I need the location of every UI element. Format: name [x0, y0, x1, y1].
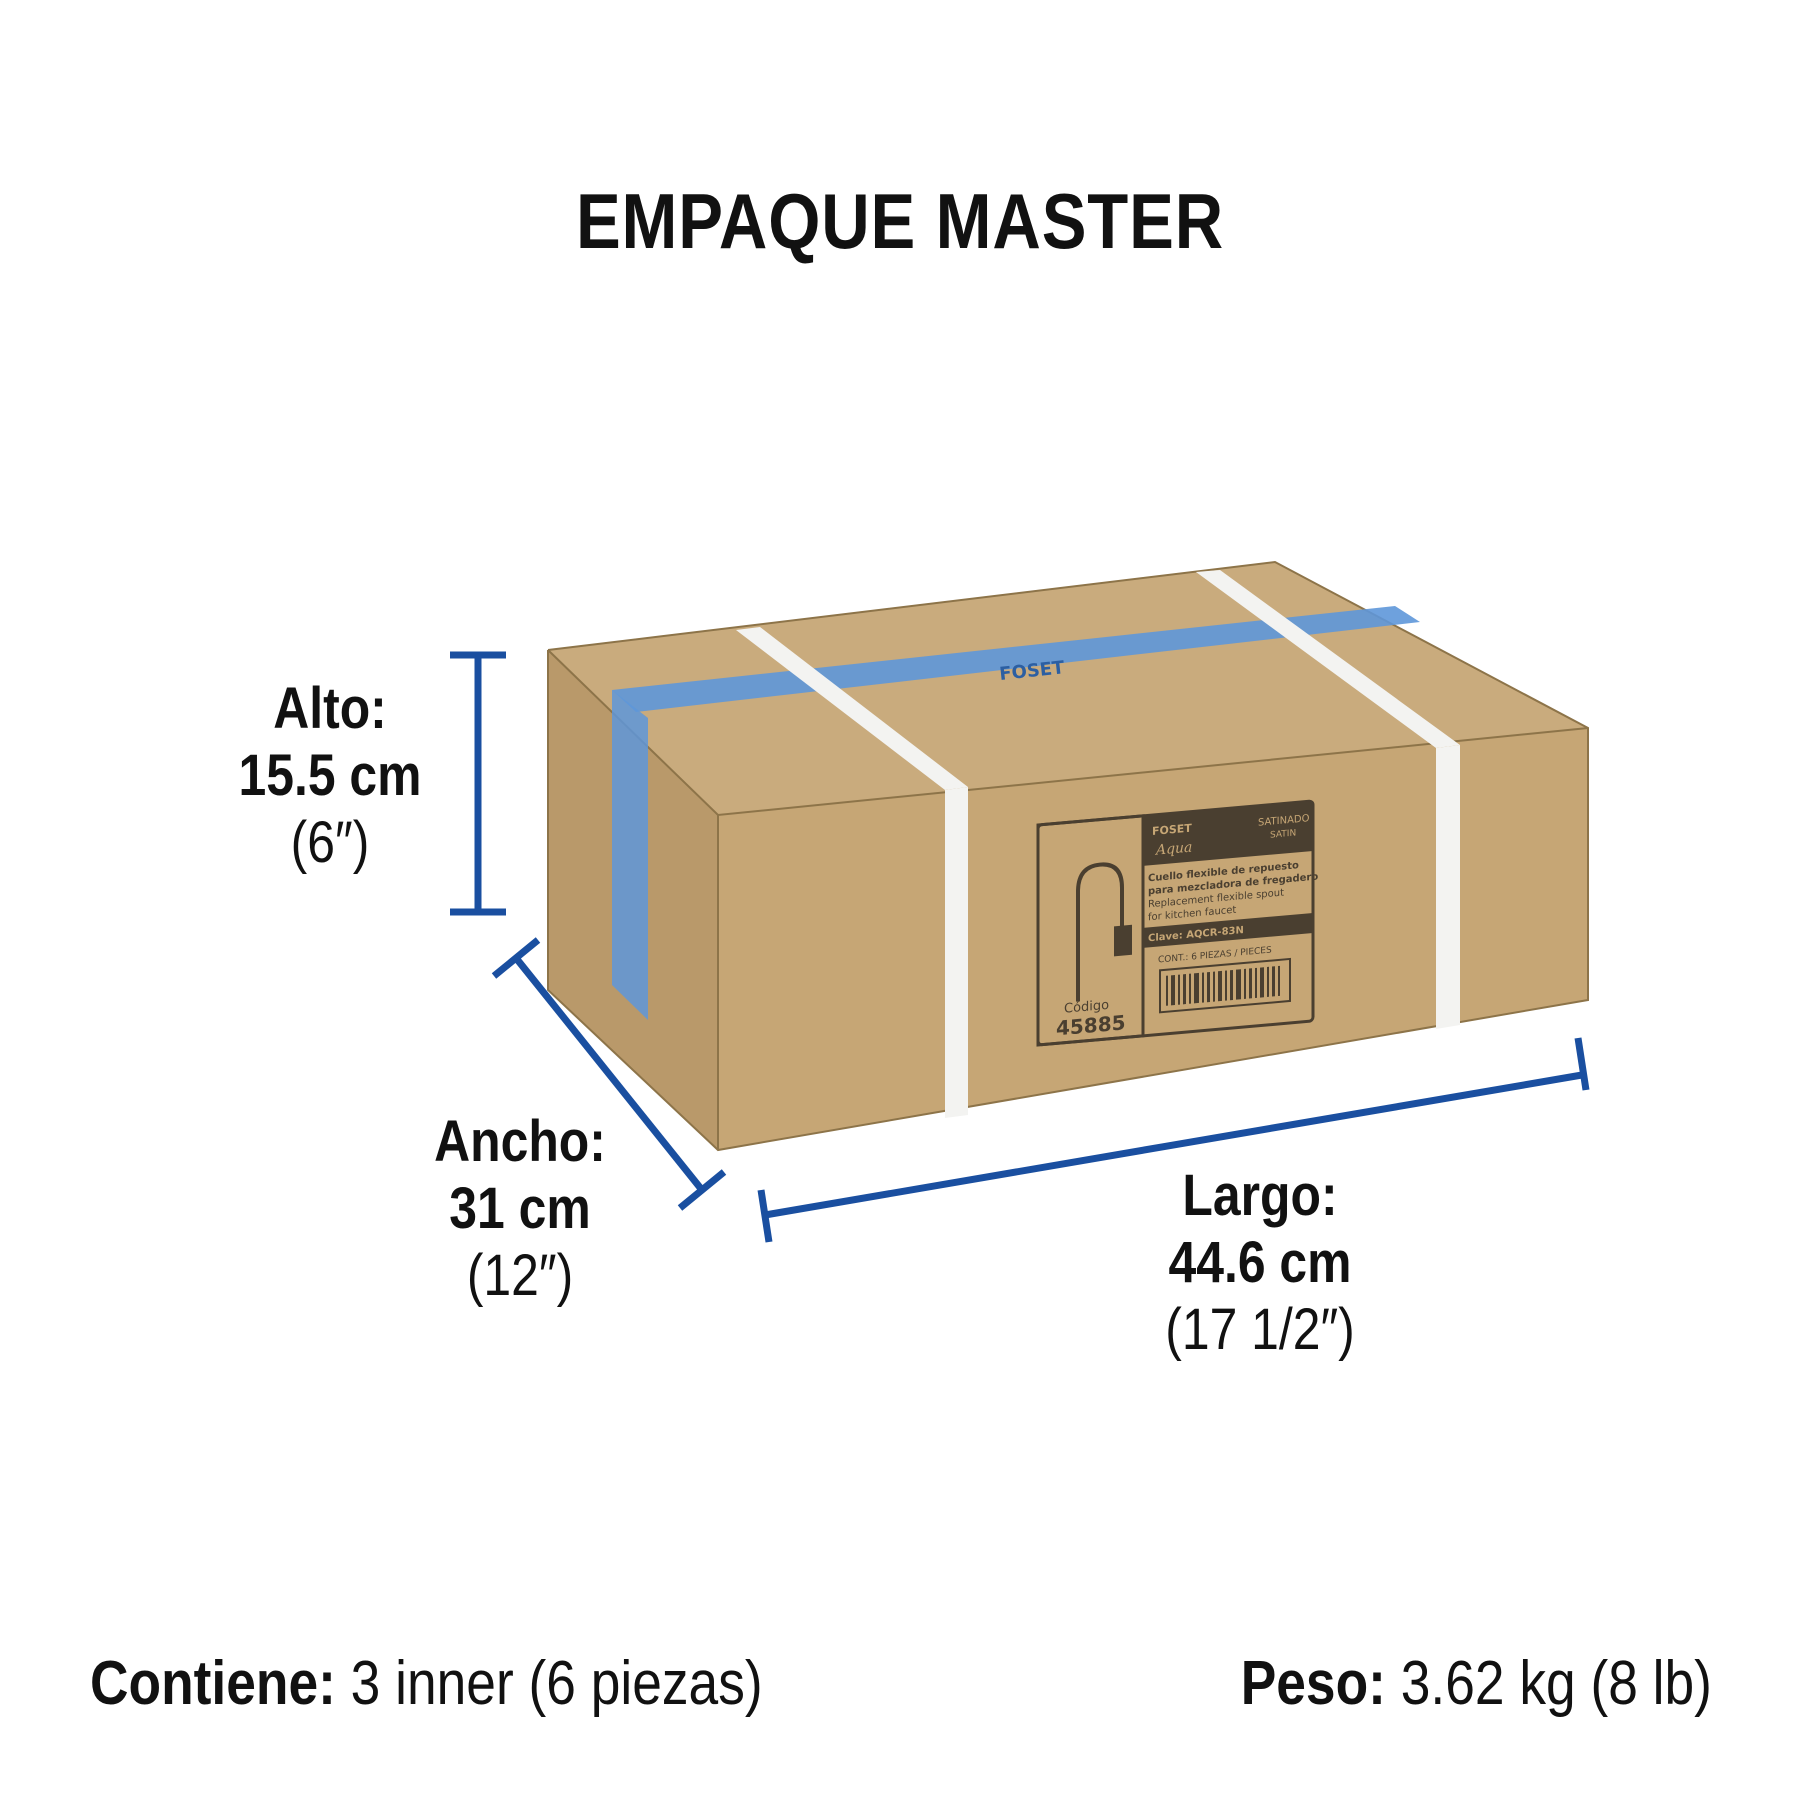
svg-text:Código: Código: [1064, 998, 1109, 1017]
dimension-largo: Largo: 44.6 cm (17 1/2″): [1122, 1162, 1397, 1363]
largo-label: Largo:: [1182, 1163, 1338, 1228]
svg-text:SATIN: SATIN: [1270, 828, 1296, 840]
ancho-metric: 31 cm: [449, 1176, 591, 1241]
page-title: EMPAQUE MASTER: [575, 177, 1225, 265]
largo-imperial: (17 1/2″): [1165, 1297, 1355, 1362]
strap-left: [736, 627, 968, 790]
ancho-label: Ancho:: [434, 1109, 606, 1174]
ancho-imperial: (12″): [466, 1243, 574, 1308]
strap-right: [1196, 570, 1460, 748]
alto-label: Alto:: [273, 676, 387, 741]
weight-info: Peso: 3.62 kg (8 lb): [1241, 1648, 1712, 1719]
svg-text:SATINADO: SATINADO: [1258, 813, 1310, 828]
dimension-line-alto: [450, 651, 506, 916]
peso-label: Peso:: [1240, 1649, 1386, 1718]
dimension-line-ancho: [491, 937, 727, 1211]
alto-imperial: (6″): [290, 810, 370, 875]
svg-text:Aqua: Aqua: [1154, 840, 1192, 859]
spout-icon: [1076, 862, 1124, 1002]
contiene-label: Contiene:: [90, 1649, 336, 1718]
barcode-icon: [1166, 965, 1280, 1006]
peso-value: 3.62 kg (8 lb): [1385, 1649, 1712, 1718]
contents-info: Contiene: 3 inner (6 piezas): [90, 1648, 763, 1719]
dimension-ancho: Ancho: 31 cm (12″): [391, 1108, 649, 1309]
alto-metric: 15.5 cm: [238, 743, 422, 808]
dimension-line-largo: [757, 1037, 1590, 1243]
dimension-alto: Alto: 15.5 cm (6″): [201, 675, 459, 876]
svg-text:FOSET: FOSET: [1152, 822, 1192, 838]
contiene-value: 3 inner (6 piezas): [335, 1649, 763, 1718]
largo-metric: 44.6 cm: [1168, 1230, 1352, 1295]
